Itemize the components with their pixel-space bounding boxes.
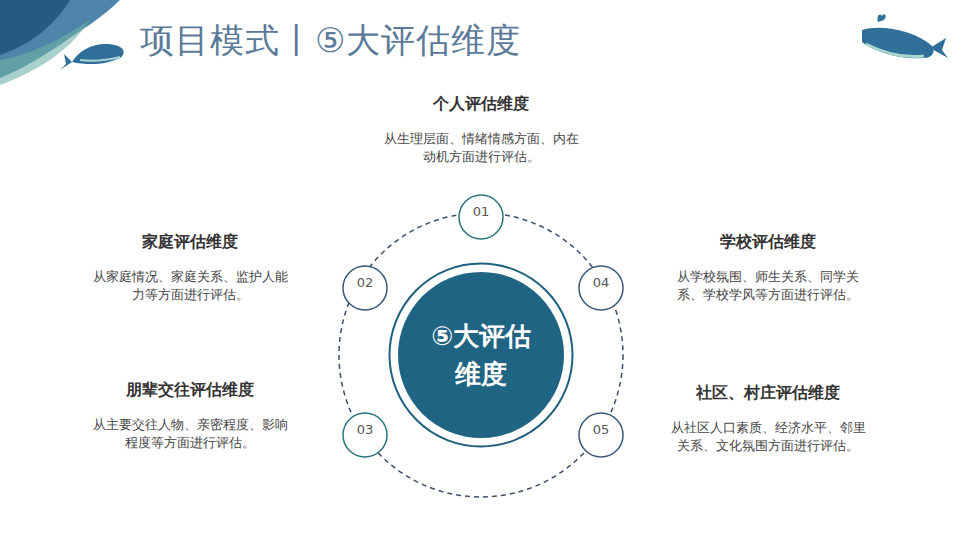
number-circle: 05 bbox=[578, 412, 624, 458]
dimension-description: 从主要交往人物、亲密程度、影响程度等方面进行评估。 bbox=[92, 416, 288, 452]
dimension-heading: 学校评估维度 bbox=[668, 232, 868, 252]
dimension-description: 从家庭情况、家庭关系、监护人能力等方面进行评估。 bbox=[92, 268, 288, 304]
watercolor-corner bbox=[0, 20, 90, 85]
dimension-heading: 朋辈交往评估维度 bbox=[90, 380, 290, 400]
callout-number: 01 bbox=[461, 204, 501, 220]
dimension-description: 从学校氛围、师生关系、同学关系、学校学风等方面进行评估。 bbox=[670, 268, 866, 304]
dimension-description: 从生理层面、情绪情感方面、内在动机方面进行评估。 bbox=[383, 130, 579, 166]
circle-outline bbox=[388, 262, 574, 448]
number-circle: 03 bbox=[342, 412, 388, 458]
number-circle: 02 bbox=[342, 265, 388, 311]
whale-left bbox=[60, 44, 124, 70]
dashed-ring bbox=[339, 213, 623, 497]
callout-number: 04 bbox=[581, 275, 621, 291]
dimension-description: 从社区人口素质、经济水平、邻里关系、文化氛围方面进行评估。 bbox=[670, 419, 866, 455]
center-circle: ⑤大评估维度 bbox=[388, 262, 574, 448]
callout-number: 05 bbox=[581, 422, 621, 438]
callout-number: 02 bbox=[345, 275, 385, 291]
whale-right bbox=[862, 14, 948, 58]
number-circle: 01 bbox=[458, 194, 504, 240]
number-circle: 04 bbox=[578, 265, 624, 311]
dimension-heading: 社区、村庄评估维度 bbox=[668, 383, 868, 403]
callout-number: 03 bbox=[345, 422, 385, 438]
center-label: ⑤大评估维度 bbox=[421, 317, 541, 393]
dimension-heading: 家庭评估维度 bbox=[90, 232, 290, 252]
dimension-heading: 个人评估维度 bbox=[381, 94, 581, 114]
page-title: 项目模式丨⑤大评估维度 bbox=[140, 18, 560, 62]
